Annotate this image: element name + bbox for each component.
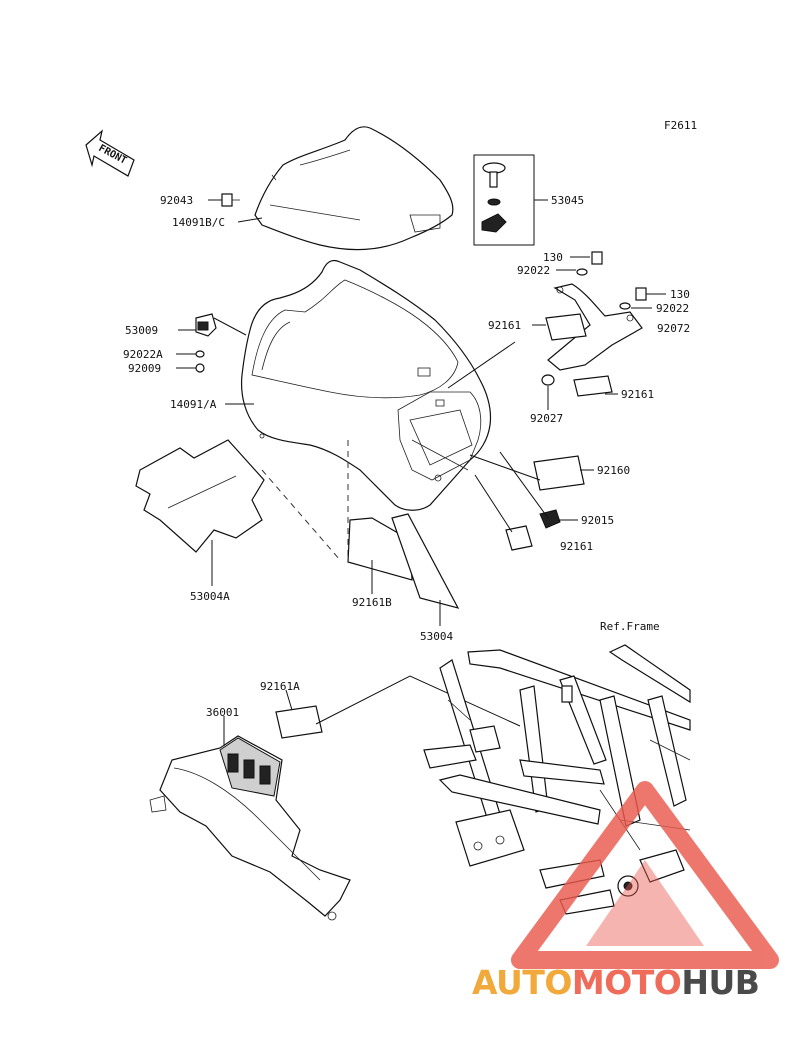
label-92161a-cap: 92161A xyxy=(260,680,300,693)
clip-53009 xyxy=(195,313,217,373)
pad-92161-b xyxy=(573,375,613,397)
watermark-hub: HUB xyxy=(681,963,759,1002)
label-92160: 92160 xyxy=(597,464,630,477)
air-duct-36001 xyxy=(149,735,351,921)
watermark-auto: AUTO xyxy=(472,963,572,1002)
main-fairing-14091a xyxy=(240,259,492,511)
screw-92043 xyxy=(221,193,240,207)
label-53004: 53004 xyxy=(420,630,453,643)
fastener-box-53045 xyxy=(473,154,548,246)
figure-code: F2611 xyxy=(664,119,697,132)
label-36001: 36001 xyxy=(206,706,239,719)
label-92043: 92043 xyxy=(160,194,193,207)
label-92161-c: 92161 xyxy=(560,540,593,553)
label-92161-a: 92161 xyxy=(488,319,521,332)
label-53045: 53045 xyxy=(551,194,584,207)
pad-53004a xyxy=(135,439,265,553)
strip-53004 xyxy=(391,513,460,609)
label-53004a: 53004A xyxy=(190,590,230,603)
label-92022a-cap: 92022A xyxy=(123,348,163,361)
label-92022-b: 92022 xyxy=(656,302,689,315)
label-92009: 92009 xyxy=(128,362,161,375)
label-92161-b: 92161 xyxy=(621,388,654,401)
label-130-b: 130 xyxy=(670,288,690,301)
upper-cowl-cover xyxy=(254,126,454,251)
label-92022-a: 92022 xyxy=(517,264,550,277)
bracket-92072 xyxy=(547,283,643,371)
label-14091a: 14091/A xyxy=(170,398,217,411)
reference-frame xyxy=(423,644,691,915)
front-arrow-icon: FRONT xyxy=(85,129,135,177)
label-130-a: 130 xyxy=(543,251,563,264)
bolt-130-a xyxy=(576,251,603,276)
pad-92161-c xyxy=(505,525,533,551)
label-92161b: 92161B xyxy=(352,596,392,609)
watermark-text: AUTOMOTOHUB xyxy=(472,963,759,1002)
watermark-moto: MOTO xyxy=(572,963,681,1002)
label-92072: 92072 xyxy=(657,322,690,335)
pad-92161-a xyxy=(545,313,587,341)
pad-92160 xyxy=(533,455,585,491)
washer-92027 xyxy=(541,374,555,386)
ref-frame-label: Ref.Frame xyxy=(600,620,660,633)
bolt-130-b xyxy=(619,287,647,310)
label-92015: 92015 xyxy=(581,514,614,527)
label-92027: 92027 xyxy=(530,412,563,425)
label-53009: 53009 xyxy=(125,324,158,337)
pad-92161a xyxy=(275,705,323,739)
label-14091b-c: 14091B/C xyxy=(172,216,225,229)
nut-92015 xyxy=(539,509,561,529)
watermark-logo-icon xyxy=(511,781,779,969)
